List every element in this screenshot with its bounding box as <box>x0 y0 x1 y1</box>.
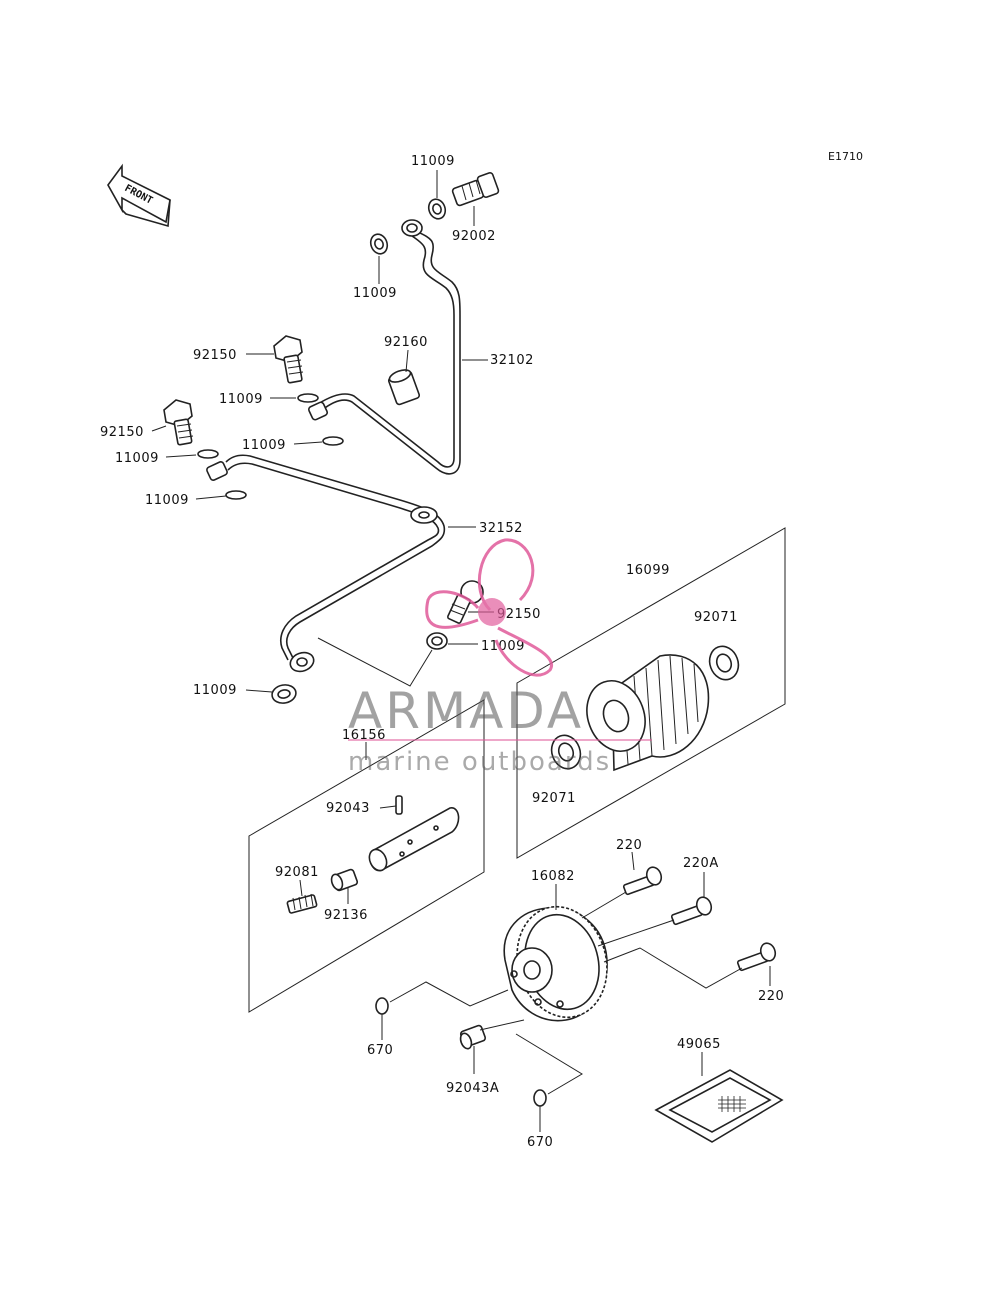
part-label-92081: 92081 <box>275 865 319 880</box>
bolt-220-b <box>736 942 777 972</box>
part-label-220-a: 220 <box>616 838 642 853</box>
assembly-line-pipe <box>317 637 433 687</box>
part-label-11009-f: 11009 <box>481 639 525 654</box>
o-ring-92071-a <box>708 645 740 681</box>
part-label-32152: 32152 <box>479 521 523 536</box>
part-label-92043A: 92043A <box>446 1081 499 1096</box>
assembly-line-92043A <box>479 1019 525 1031</box>
part-label-92150-a: 92150 <box>193 348 237 363</box>
gasket-49065 <box>654 1069 784 1143</box>
assembly-line-670-b <box>515 1033 583 1095</box>
washer-11009-g <box>271 684 297 704</box>
part-label-92150-b: 92150 <box>100 425 144 440</box>
assembly-line-220-a <box>581 891 627 919</box>
collar-92136 <box>330 868 359 892</box>
oil-filter-16099 <box>586 654 710 772</box>
diagram-code: E1710 <box>828 150 863 163</box>
washer-11009-f <box>426 632 448 650</box>
part-label-92160: 92160 <box>384 335 428 350</box>
part-label-49065: 49065 <box>677 1037 721 1052</box>
part-label-92071-b: 92071 <box>532 791 576 806</box>
part-label-11009-c: 11009 <box>115 451 159 466</box>
box-16156 <box>248 699 485 1013</box>
part-label-11009-d: 11009 <box>242 438 286 453</box>
part-label-92136: 92136 <box>324 908 368 923</box>
part-label-670-b: 670 <box>527 1135 553 1150</box>
washer-11009-top <box>427 198 447 220</box>
box-16099 <box>516 527 786 859</box>
watermark-brand: ARMADA <box>348 682 584 740</box>
part-label-220-b: 220 <box>758 989 784 1004</box>
spring-92081 <box>286 893 318 914</box>
leader-lines <box>151 170 771 1132</box>
o-ring-92071-b <box>550 734 582 770</box>
assembly-line-220A <box>597 919 675 947</box>
part-label-11009-a: 11009 <box>353 286 397 301</box>
washer-11009-d <box>322 436 344 446</box>
part-label-16099: 16099 <box>626 563 670 578</box>
washer-11009-b <box>297 393 319 403</box>
assembly-line-670-a <box>389 981 509 1007</box>
bolt-220-a <box>622 866 663 896</box>
washer-11009-e <box>225 490 247 500</box>
valve-body-16156 <box>368 807 460 872</box>
o-ring-670-b <box>533 1089 547 1107</box>
washer-11009-c <box>197 449 219 459</box>
o-ring-670-a <box>375 997 389 1015</box>
armada-watermark: ARMADA marine outboards <box>348 538 652 777</box>
sleeve-92160 <box>387 369 421 406</box>
part-label-11009-g: 11009 <box>193 683 237 698</box>
oil-pipe-32102 <box>307 219 461 475</box>
part-label-11009-b: 11009 <box>219 392 263 407</box>
part-label-92150-c: 92150 <box>497 607 541 622</box>
bolt-92150-a <box>273 335 304 384</box>
banjo-bolt-92002 <box>451 171 500 207</box>
dowel-pin-92043A <box>459 1024 487 1050</box>
bolt-220A <box>670 896 713 926</box>
part-label-92002: 92002 <box>452 229 496 244</box>
assembly-line-220-b <box>603 947 743 989</box>
part-label-32102: 32102 <box>490 353 534 368</box>
part-label-92043: 92043 <box>326 801 370 816</box>
front-arrow-icon: FRONT <box>107 163 171 228</box>
washer-11009-a <box>369 233 389 255</box>
propeller-logo-icon <box>425 538 554 677</box>
oil-pump-gear-16082 <box>503 905 608 1022</box>
bolt-92150-b <box>163 399 194 446</box>
oil-pipe-32152 <box>206 454 446 673</box>
part-label-92071-a: 92071 <box>694 610 738 625</box>
part-label-11009-e: 11009 <box>145 493 189 508</box>
part-label-16082: 16082 <box>531 869 575 884</box>
part-label-670-a: 670 <box>367 1043 393 1058</box>
bolt-92150-c <box>447 580 484 624</box>
pin-92043 <box>395 795 403 815</box>
part-label-11009-top: 11009 <box>411 154 455 169</box>
watermark-tagline: marine outboards <box>348 747 611 777</box>
part-label-220A: 220A <box>683 856 719 871</box>
